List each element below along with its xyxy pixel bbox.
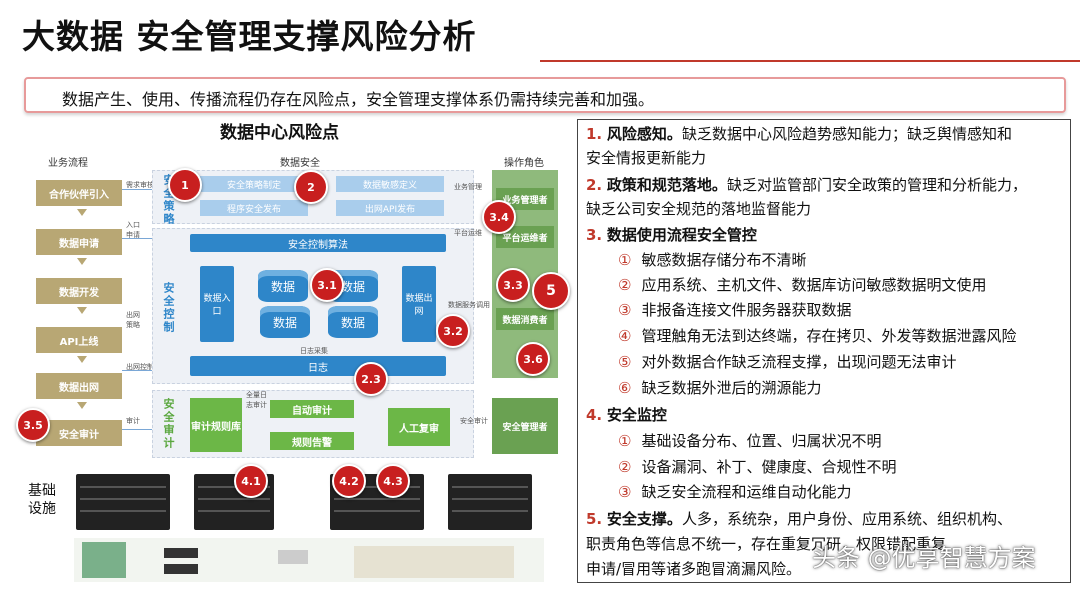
risk-item: 3. 数据使用流程安全管控 [586, 223, 757, 247]
page-title: 大数据 安全管理支撑风险分析 [22, 10, 477, 58]
header-security: 数据安全 [280, 154, 320, 169]
risk-badge: 3.2 [436, 314, 470, 348]
watermark-text: 头条 @优享智慧方案 [812, 538, 1036, 573]
subtitle-banner: 数据产生、使用、传播流程仍存在风险点，安全管理支撑体系仍需持续完善和加强。 [24, 77, 1066, 113]
rule-alert: 规则告警 [270, 432, 354, 450]
infra-label: 基础 设施 [28, 482, 56, 518]
control-algorithm: 安全控制算法 [190, 234, 446, 252]
data-entry: 数据入口 [200, 266, 234, 342]
flow-arrow [77, 402, 87, 409]
risk-item-cont: 安全情报更新能力 [586, 146, 706, 170]
risk-badge: 2 [294, 170, 328, 204]
risk-badge: 5 [532, 272, 570, 310]
risk-badge: 2.3 [354, 362, 388, 396]
edge-label: 出网 策略 [126, 310, 140, 330]
risk-list: 1. 风险感知。缺乏数据中心风险趋势感知能力；缺乏舆情感知和 安全情报更新能力 … [577, 119, 1071, 583]
header-divider-line [540, 60, 1080, 62]
connector-line [122, 189, 152, 190]
role-edge-label: 业务管理 [454, 182, 482, 192]
header-flow: 业务流程 [48, 154, 88, 169]
policy-item: 数据敏感定义 [336, 176, 444, 192]
router-icon [278, 550, 308, 564]
policy-item: 安全策略制定 [200, 176, 308, 192]
audit-label: 安全审计 [160, 398, 176, 450]
risk-badge: 3.3 [496, 268, 530, 302]
log-bar: 日志 [190, 356, 446, 376]
risk-badge: 1 [168, 168, 202, 202]
risk-item-cont: 申请/冒用等诸多跑冒滴漏风险。 [586, 557, 801, 581]
manual-review: 人工复审 [388, 408, 450, 446]
data-egress: 数据出网 [402, 266, 436, 342]
switch-icon [164, 564, 198, 574]
database-icon: 数据 [328, 306, 378, 338]
database-icon: 数据 [260, 306, 310, 338]
risk-item: 4. 安全监控 [586, 403, 667, 427]
flow-arrow [77, 209, 87, 216]
risk-badge: 4.3 [376, 464, 410, 498]
risk-item-cont: 缺乏公司安全规范的落地监督能力 [586, 197, 811, 221]
flow-arrow [77, 258, 87, 265]
auto-audit: 自动审计 [270, 400, 354, 418]
flow-step: 数据申请 [36, 229, 122, 255]
risk-badge: 3.1 [310, 268, 344, 302]
switch-icon [164, 548, 198, 558]
flow-step: 合作伙伴引入 [36, 180, 122, 206]
risk-badge: 3.5 [16, 408, 50, 442]
flow-step: 数据出网 [36, 373, 122, 399]
risk-item: 5. 安全支撑。人多，系统杂，用户身份、应用系统、组织机构、 [586, 507, 1012, 531]
role-box: 安全管理者 [492, 398, 558, 454]
risk-badge: 4.2 [332, 464, 366, 498]
full-log-audit-label: 全量日 志审计 [246, 390, 267, 410]
flow-arrow [77, 356, 87, 363]
risk-diagram: 数据中心风险点 业务流程 数据安全 操作角色 合作伙伴引入 数据申请 数据开发 … [14, 118, 574, 588]
policy-item: 出网API发布 [336, 200, 444, 216]
connector-line [122, 370, 152, 371]
risk-badge: 3.6 [516, 342, 550, 376]
risk-item: 1. 风险感知。缺乏数据中心风险趋势感知能力；缺乏舆情感知和 [586, 122, 1012, 146]
control-label: 安全控制 [160, 282, 176, 334]
edge-label: 审计 [126, 416, 140, 426]
flow-arrow [77, 307, 87, 314]
network-topology-icon [354, 546, 514, 578]
log-collect-label: 日志采集 [300, 346, 328, 356]
audit-rule-library: 审计规则库 [190, 398, 242, 452]
network-device-icon [82, 542, 126, 578]
role-edge-label: 数据服务调用 [448, 300, 490, 310]
flow-step: 数据开发 [36, 278, 122, 304]
role-edge-label: 安全审计 [460, 416, 488, 426]
risk-badge: 4.1 [234, 464, 268, 498]
diagram-title: 数据中心风险点 [220, 118, 339, 143]
server-rack-icon [76, 474, 170, 530]
connector-line [122, 238, 152, 239]
risk-item: 2. 政策和规范落地。缺乏对监管部门安全政策的管理和分析能力， [586, 173, 1027, 197]
role-edge-label: 平台运维 [454, 228, 482, 238]
edge-label: 入口 申请 [126, 220, 140, 240]
subtitle-text: 数据产生、使用、传播流程仍存在风险点，安全管理支撑体系仍需持续完善和加强。 [62, 86, 654, 110]
database-icon: 数据 [258, 270, 308, 302]
risk-badge: 3.4 [482, 200, 516, 234]
header-roles: 操作角色 [504, 154, 544, 169]
server-rack-icon [448, 474, 532, 530]
flow-step: API上线 [36, 327, 122, 353]
connector-line [122, 429, 152, 430]
role-box: 数据消费者 [496, 308, 554, 330]
policy-item: 程序安全发布 [200, 200, 308, 216]
